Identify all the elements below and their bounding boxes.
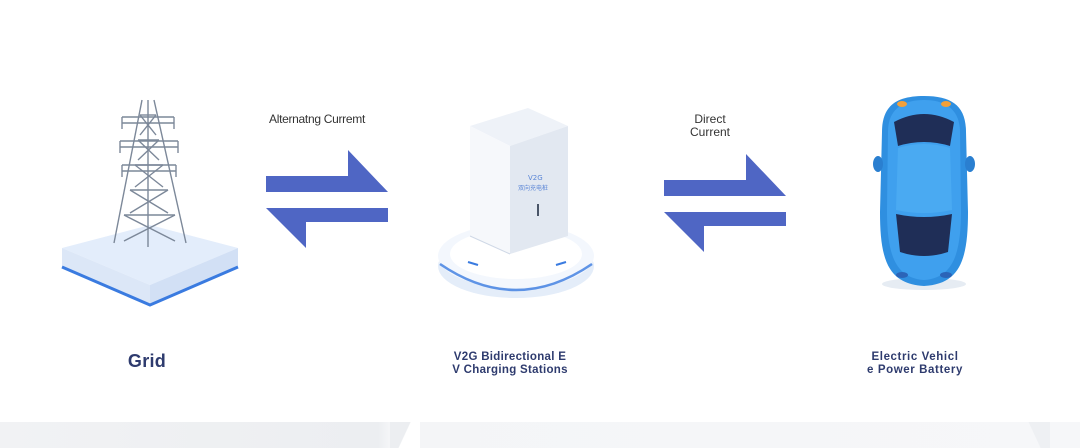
ev-label-line1: Electric Vehicl <box>871 351 959 363</box>
station-label: V2G Bidirectional E V Charging Stations <box>420 351 600 377</box>
dc-bidirectional-arrow-icon <box>664 154 786 252</box>
dc-label-line1: Direct <box>694 112 726 126</box>
bottom-background-band <box>0 422 1080 448</box>
transmission-tower-icon <box>61 99 239 307</box>
cabinet-text-v2g: V2G <box>528 174 543 182</box>
ev-label-line2: e Power Battery <box>867 364 963 376</box>
grid-label: Grid <box>127 351 167 371</box>
ev-label: Electric Vehicl e Power Battery <box>830 351 1000 377</box>
electric-car-icon <box>873 96 975 290</box>
dc-label-line2: Current <box>689 125 730 139</box>
cabinet-text-cn: 双向充电桩 <box>518 184 548 192</box>
dc-label: Direct Current <box>660 113 760 139</box>
ac-label: Alternatng Curremt <box>269 112 365 126</box>
charging-station-icon: V2G 双向充电桩 <box>438 108 594 298</box>
station-label-line2: V Charging Stations <box>452 364 568 376</box>
ac-bidirectional-arrow-icon <box>266 150 388 248</box>
station-label-line1: V2G Bidirectional E <box>453 351 567 363</box>
